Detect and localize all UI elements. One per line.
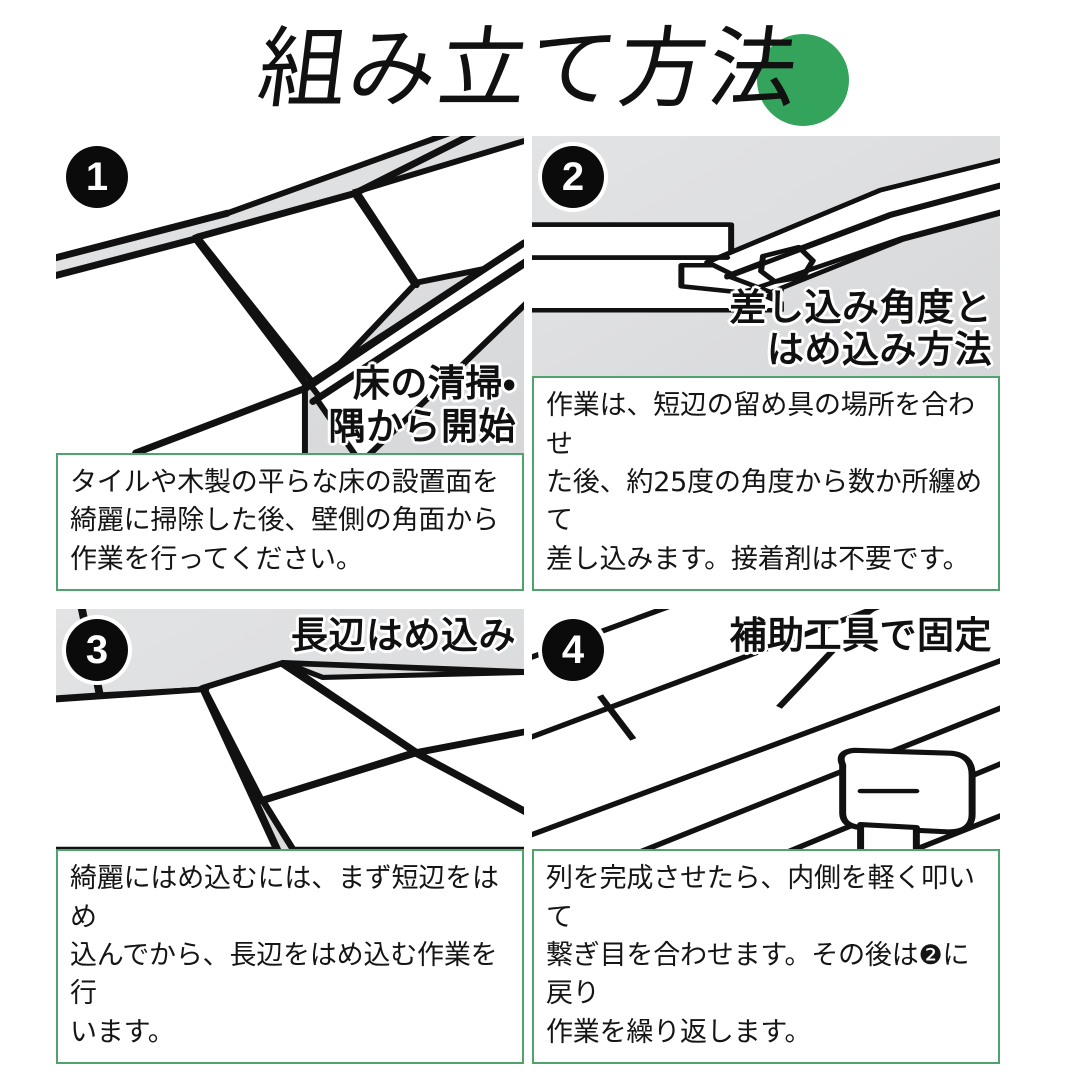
- step-4-caption: 列を完成させたら、内側を軽く叩いて 繋ぎ目を合わせます。その後は❷に戻り 作業を…: [532, 849, 1000, 1064]
- step-number-label: 4: [561, 628, 585, 672]
- step-1-caption: タイルや木製の平らな床の設置面を 綺麗に掃除した後、壁側の角面から 作業を行って…: [56, 453, 524, 591]
- step-number-badge-4: 4: [542, 619, 604, 681]
- step-number-badge-3: 3: [66, 619, 128, 681]
- steps-grid: 1 床の清掃・ 隅から開始 タイルや木製の平らな床の設置面を 綺麗に掃除した後、…: [56, 136, 1000, 1064]
- step-number-badge-1: 1: [66, 146, 128, 208]
- step-1-illustration: 1 床の清掃・ 隅から開始: [56, 136, 524, 454]
- step-2-caption: 作業は、短辺の留め具の場所を合わせ た後、約25度の角度から数か所纏めて 差し込…: [532, 376, 1000, 591]
- step-card-1: 1 床の清掃・ 隅から開始 タイルや木製の平らな床の設置面を 綺麗に掃除した後、…: [56, 136, 524, 591]
- step-number-label: 3: [85, 628, 109, 672]
- title-accent-circle: [757, 34, 849, 126]
- page-header: 組み立て方法: [0, 8, 1080, 130]
- step-number-label: 2: [561, 155, 585, 199]
- step-4-headline: 補助工具で固定: [729, 615, 992, 656]
- mallet-tapping-icon: [532, 609, 1000, 850]
- step-3-caption: 綺麗にはめ込むには、まず短辺をはめ 込んでから、長辺をはめ込む作業を行 います。: [56, 849, 524, 1064]
- step-3-headline: 長辺はめ込み: [291, 615, 516, 656]
- step-card-4: 4 補助工具で固定 列を完成させたら、内側を軽く叩いて 繋ぎ目を合わせます。その…: [532, 609, 1000, 1064]
- badge-disc-icon: [542, 146, 604, 208]
- badge-disc-icon: [542, 619, 604, 681]
- step-2-headline: 差し込み角度と はめ込み方法: [729, 286, 992, 371]
- page-title: 組み立て方法: [252, 17, 806, 120]
- step-card-3: 3 長辺はめ込み 綺麗にはめ込むには、まず短辺をはめ 込んでから、長辺をはめ込む…: [56, 609, 524, 1064]
- step-3-illustration: 3 長辺はめ込み: [56, 609, 524, 850]
- step-4-illustration: 4 補助工具で固定: [532, 609, 1000, 850]
- badge-disc-icon: [66, 619, 128, 681]
- step-number-label: 1: [85, 155, 109, 199]
- step-card-2: 2 差し込み角度と はめ込み方法 作業は、短辺の留め具の場所を合わせ た後、約2…: [532, 136, 1000, 591]
- plank-insert-angle-icon: [532, 158, 1000, 313]
- step-1-headline: 床の清掃・ 隅から開始: [328, 363, 516, 448]
- step-2-illustration: 2 差し込み角度と はめ込み方法: [532, 136, 1000, 377]
- floor-corner-tiles-icon: [56, 136, 524, 454]
- step-number-badge-2: 2: [542, 146, 604, 208]
- badge-disc-icon: [66, 146, 128, 208]
